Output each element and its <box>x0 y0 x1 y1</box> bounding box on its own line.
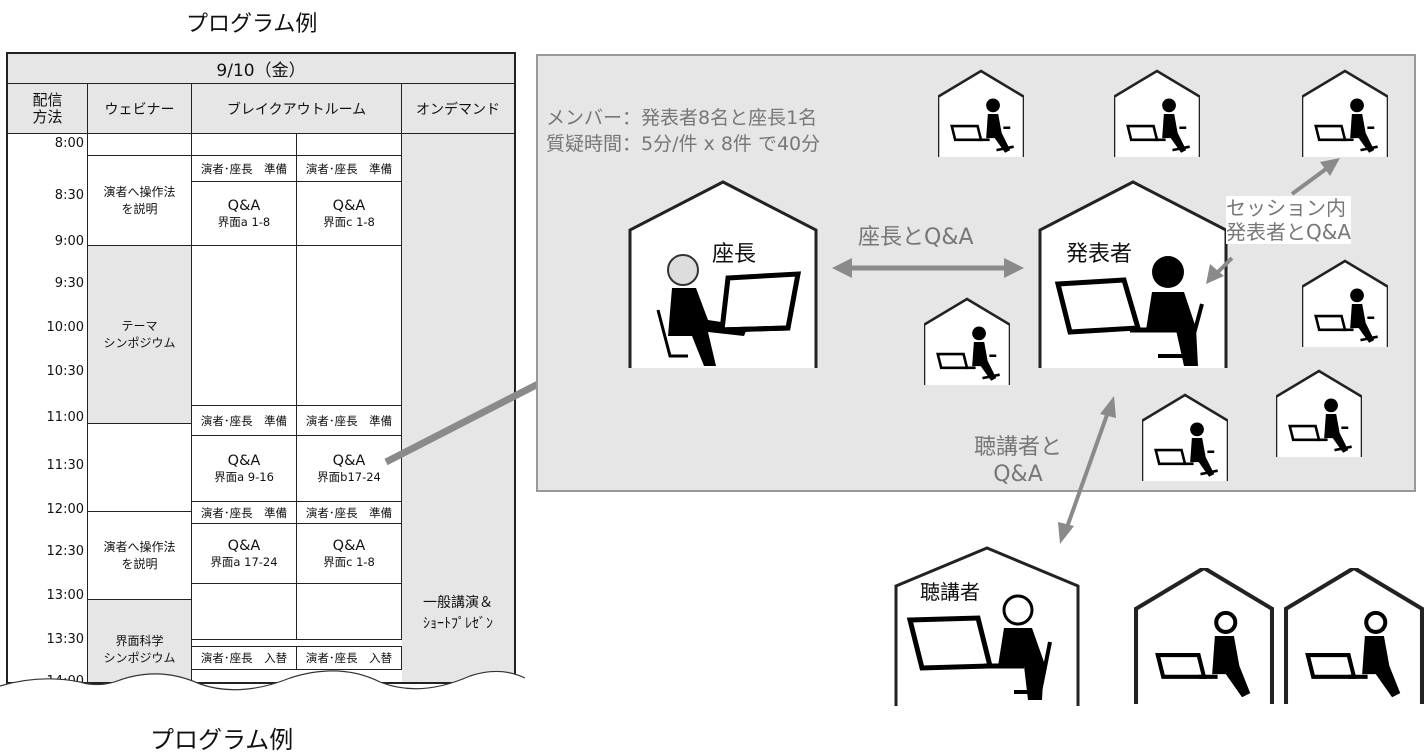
prep-cell: 演者･座長 準備 <box>297 156 402 182</box>
presenter-label: 発表者 <box>1066 242 1133 267</box>
participant-icon <box>1142 393 1228 483</box>
swap-cell: 演者･座長 入替 <box>192 646 297 670</box>
members-line: メンバー：発表者8名と座長1名 <box>546 107 818 129</box>
time-column <box>8 134 88 682</box>
prep-cell: 演者･座長 準備 <box>192 502 297 524</box>
time-label: 11:30 <box>46 458 84 473</box>
webinar-empty <box>88 424 192 512</box>
session-qa-label: セッション内 発表者とQ&A <box>1226 196 1352 244</box>
prep-cell: 演者･座長 準備 <box>192 156 297 182</box>
time-label: 11:00 <box>46 410 84 425</box>
time-label: 8:00 <box>54 136 84 151</box>
qa-room: 界面c 1-8 <box>323 215 375 229</box>
webinar-block: 演者へ操作法 を説明 <box>88 512 192 600</box>
chair-icon <box>628 180 818 368</box>
qa-room: 界面a 17-24 <box>210 555 278 569</box>
time-label: 12:00 <box>46 502 84 517</box>
chair-presenter-arrow <box>832 258 1024 278</box>
qa-room: 界面a 1-8 <box>217 215 271 229</box>
breakout-empty <box>297 584 402 640</box>
schedule-table: 9/10（金） 配信 方法 ウェビナー ブレイクアウトルーム オンデマンド 8:… <box>6 52 516 684</box>
participant-icon <box>1276 369 1362 459</box>
qa-room: 界面a 9-16 <box>214 470 274 484</box>
qa-label: Q&A <box>332 538 366 554</box>
time-label: 13:00 <box>46 588 84 603</box>
qa-label: Q&A <box>332 453 366 469</box>
date-header: 9/10（金） <box>8 54 514 84</box>
audience-qa-label: 聴講者と Q&A <box>974 435 1063 487</box>
qa-time-line: 質疑時間：5分/件 x 8件 で40分 <box>546 133 821 155</box>
audience-icon <box>894 546 1080 706</box>
ondemand-text: 一般講演＆ ｼｮｰﾄﾌﾟﾚｾﾞﾝ <box>423 595 493 632</box>
session-qa-arrows <box>1206 158 1340 284</box>
time-label: 9:00 <box>54 234 84 249</box>
presenter-icon <box>1038 180 1228 368</box>
webinar-empty <box>88 134 192 156</box>
qa-room: 界面b17-24 <box>317 470 381 484</box>
prep-cell: 演者･座長 準備 <box>192 406 297 436</box>
webinar-block: テーマ シンポジウム <box>88 246 192 424</box>
participant-icon <box>938 69 1024 159</box>
participant-icon <box>924 297 1010 387</box>
qa-label: Q&A <box>227 198 261 214</box>
chair-label: 座長 <box>712 242 757 267</box>
col-header-webinar: ウェビナー <box>88 84 192 134</box>
time-label: 9:30 <box>54 276 84 291</box>
audience-label: 聴講者 <box>920 580 980 604</box>
qa-room: 界面c 1-8 <box>323 555 375 569</box>
breakout-empty <box>192 246 297 406</box>
chair-qa-label: 座長とQ&A <box>858 225 974 250</box>
webinar-block: 演者へ操作法 を説明 <box>88 156 192 246</box>
breakout-empty <box>192 134 297 156</box>
time-label: 8:30 <box>54 188 84 203</box>
participant-icon <box>1302 69 1388 159</box>
swap-cell: 演者･座長 入替 <box>297 646 402 670</box>
col-header-method: 配信 方法 <box>8 84 88 134</box>
time-label: 10:30 <box>46 364 84 379</box>
breakout-empty <box>297 134 402 156</box>
audience-qa-arrow <box>1058 396 1116 544</box>
time-label: 12:30 <box>46 544 84 559</box>
qa-label: Q&A <box>332 198 366 214</box>
breakout-empty <box>192 584 297 640</box>
program-title-bottom: プログラム例 <box>150 726 294 754</box>
col-header-breakout: ブレイクアウトルーム <box>192 84 402 134</box>
participant-icon <box>1114 69 1200 159</box>
webinar-block: 界面科学 シンポジウム <box>88 600 192 682</box>
prep-cell: 演者･座長 準備 <box>297 406 402 436</box>
audience-member-icon <box>1284 568 1424 704</box>
col-header-ondemand: オンデマンド <box>402 84 514 134</box>
audience-member-icon <box>1134 568 1274 704</box>
breakout-empty <box>297 246 402 406</box>
qa-label: Q&A <box>227 538 261 554</box>
program-title-top: プログラム例 <box>186 12 318 37</box>
qa-label: Q&A <box>227 453 261 469</box>
time-label: 13:30 <box>46 632 84 647</box>
table-cut-wave <box>0 670 525 700</box>
prep-cell: 演者･座長 準備 <box>297 502 402 524</box>
time-label: 10:00 <box>46 320 84 335</box>
time-label: 14:00 <box>46 674 84 684</box>
